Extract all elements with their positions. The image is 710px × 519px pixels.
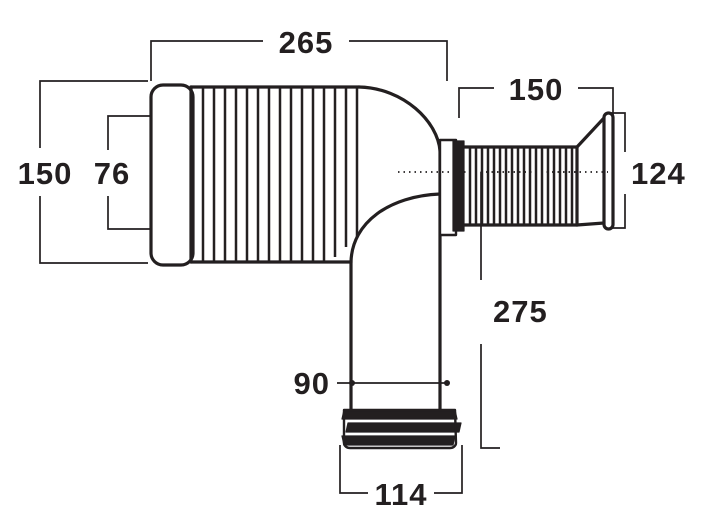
dimension-114: 114 [339, 445, 463, 512]
spigot-seal-block [452, 140, 465, 232]
dimension-150-spigot-label: 150 [509, 72, 564, 107]
dimension-76-top-leg [107, 115, 150, 150]
dimension-114-left-leg [339, 445, 368, 494]
dimension-114-label: 114 [374, 477, 427, 512]
dimension-76: 76 [94, 115, 150, 230]
dimension-265-left-leg [150, 40, 263, 81]
spigot-taper-bottom [575, 221, 606, 227]
dimension-275-lower [480, 344, 500, 449]
dimension-275: 275 [480, 172, 548, 449]
dimension-265-label: 265 [279, 25, 334, 60]
elbow-outer-curve [357, 85, 442, 153]
dimension-150-inlet: 150 [18, 80, 148, 264]
dimension-275-label: 275 [493, 294, 548, 329]
dimension-150-top-leg [39, 80, 148, 148]
dimension-150-bottom-leg [39, 196, 148, 264]
spigot-ribs [468, 148, 574, 224]
dimension-150-inlet-label: 150 [18, 156, 73, 191]
dimension-124-bottom-leg [610, 194, 626, 229]
inlet-ribs [201, 88, 359, 261]
dimension-150-spigot: 150 [458, 72, 614, 118]
dimension-76-bottom-leg [107, 196, 150, 230]
inlet-cuff [149, 83, 195, 267]
dimension-76-label: 76 [94, 156, 130, 191]
inlet-cuff-collar [149, 83, 195, 267]
end-flange [602, 111, 615, 231]
dimension-124-label: 124 [631, 156, 686, 191]
outlet-cuff [341, 408, 462, 450]
dimension-265-right-leg [349, 40, 448, 81]
outlet-band [341, 435, 456, 446]
spigot-taper-top [575, 116, 606, 149]
dimension-90: 90 [294, 366, 450, 401]
outlet-cuff-outline [342, 408, 458, 450]
outlet-spigot [438, 111, 615, 237]
dimension-265: 265 [150, 25, 448, 81]
outlet-band [345, 422, 462, 433]
dimension-150-spigot-left-leg [458, 87, 494, 118]
dimension-90-right-dot [444, 380, 450, 386]
dimension-90-label: 90 [294, 366, 330, 401]
dimension-150-spigot-right-leg [578, 87, 614, 118]
elbow-inner-curve [349, 192, 442, 264]
dimension-124-top-leg [610, 112, 626, 152]
dimension-114-right-leg [434, 445, 463, 494]
outlet-band [341, 409, 458, 420]
dimension-124: 124 [610, 112, 686, 229]
elbow-body [189, 85, 442, 414]
